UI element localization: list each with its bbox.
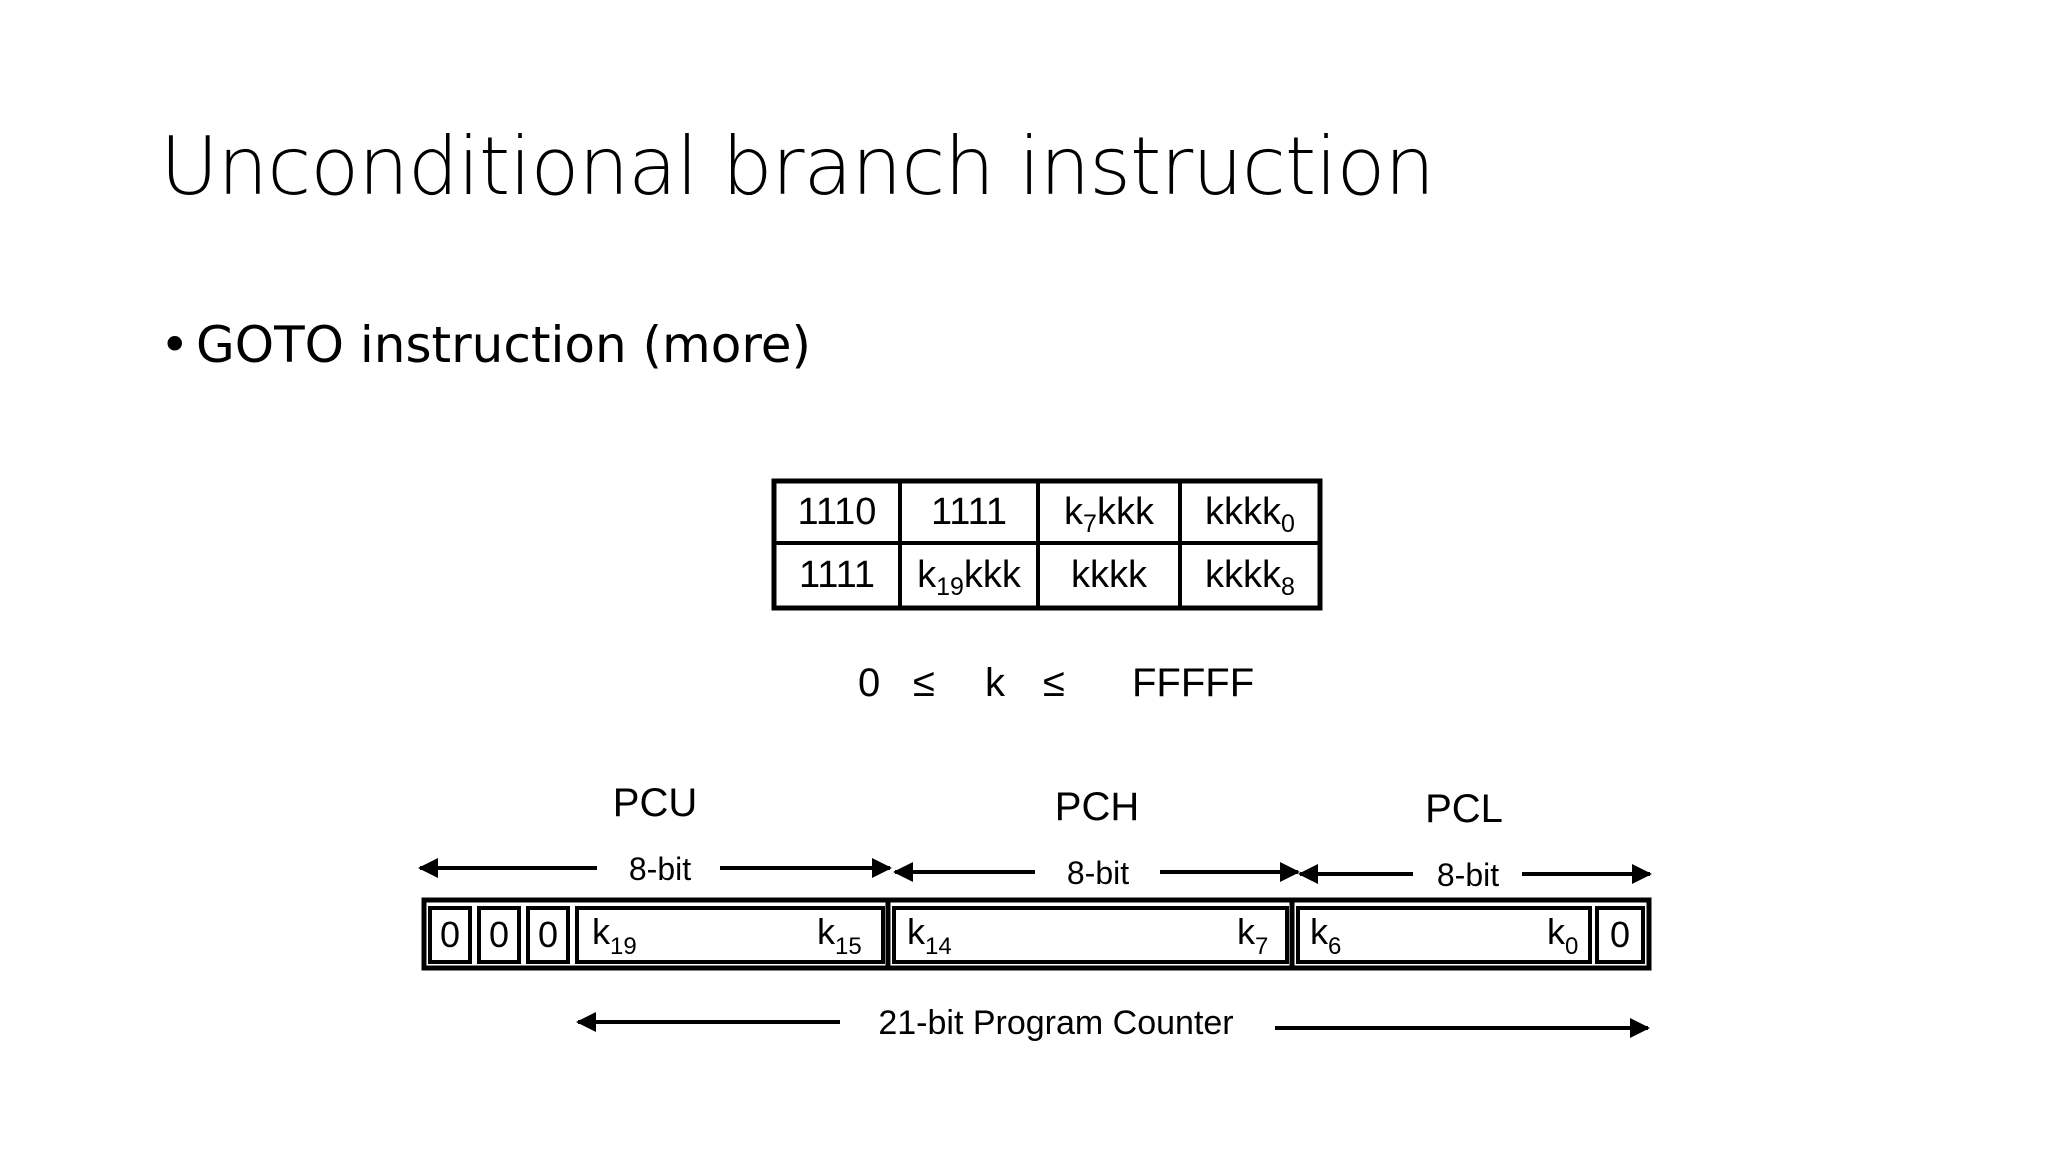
bit-k15: k15 xyxy=(817,911,862,960)
range-op2: ≤ xyxy=(1043,661,1065,705)
range-high: FFFFF xyxy=(1132,661,1254,705)
pc-span-arrows xyxy=(576,1012,1650,1038)
width-labels: 8-bit 8-bit 8-bit xyxy=(629,851,1499,893)
enc-r2-c1: 1111 xyxy=(799,554,875,596)
bit-box-0b xyxy=(477,906,521,964)
pcl-width: 8-bit xyxy=(1437,857,1499,893)
pcu-bits-box xyxy=(575,906,885,964)
pcu-label: PCU xyxy=(613,781,697,825)
pch-width: 8-bit xyxy=(1067,855,1129,891)
range-expression: 0 ≤ k ≤ FFFFF xyxy=(858,661,1254,705)
pc-span-label: 21-bit Program Counter xyxy=(878,1004,1233,1042)
enc-r2-c4: kkkk8 xyxy=(1205,554,1295,601)
slide-title: Unconditional branch instruction xyxy=(160,120,1435,213)
range-op1: ≤ xyxy=(913,661,935,705)
bullet-marker: • xyxy=(160,316,190,374)
range-low: 0 xyxy=(858,661,880,705)
bit-box-lsb xyxy=(1595,906,1645,964)
bit-box-0c xyxy=(526,906,570,964)
bit-zero-lsb: 0 xyxy=(1610,914,1630,955)
pcl-bits-box xyxy=(1296,906,1592,964)
bit-zero-1: 0 xyxy=(440,914,460,955)
enc-r1-c2: 1111 xyxy=(931,491,1007,533)
bit-zero-3: 0 xyxy=(538,914,558,955)
bit-k6: k6 xyxy=(1310,911,1341,960)
encoding-cells: 1110 1111 k7kkk kkkk0 1111 k19kkk kkkk k… xyxy=(798,491,1295,601)
bit-box-0a xyxy=(428,906,472,964)
enc-r2-c3: kkkk xyxy=(1071,554,1148,596)
pcl-label: PCL xyxy=(1425,787,1503,831)
bit-zero-2: 0 xyxy=(489,914,509,955)
enc-r2-c2: k19kkk xyxy=(917,554,1022,601)
pch-label: PCH xyxy=(1055,785,1139,829)
range-var: k xyxy=(985,661,1006,705)
bit-k0: k0 xyxy=(1547,911,1578,960)
pch-bits-box xyxy=(892,906,1289,964)
pcu-width: 8-bit xyxy=(629,851,691,887)
bit-k7: k7 xyxy=(1237,911,1268,960)
bullet-text: GOTO instruction (more) xyxy=(196,316,812,374)
encoding-table xyxy=(771,478,1323,611)
enc-r1-c1: 1110 xyxy=(798,491,877,533)
enc-r1-c4: kkkk0 xyxy=(1205,491,1295,538)
pc-bit-labels: 0 0 0 k19 k15 k14 k7 k6 k0 0 xyxy=(440,911,1630,960)
bit-k19: k19 xyxy=(592,911,637,960)
register-names: PCU PCH PCL xyxy=(613,781,1503,831)
pc-register xyxy=(421,897,1652,971)
bullet-item: •GOTO instruction (more) xyxy=(160,316,811,374)
enc-r1-c3: k7kkk xyxy=(1064,491,1155,538)
bit-k14: k14 xyxy=(907,911,952,960)
width-arrows xyxy=(418,858,1652,884)
